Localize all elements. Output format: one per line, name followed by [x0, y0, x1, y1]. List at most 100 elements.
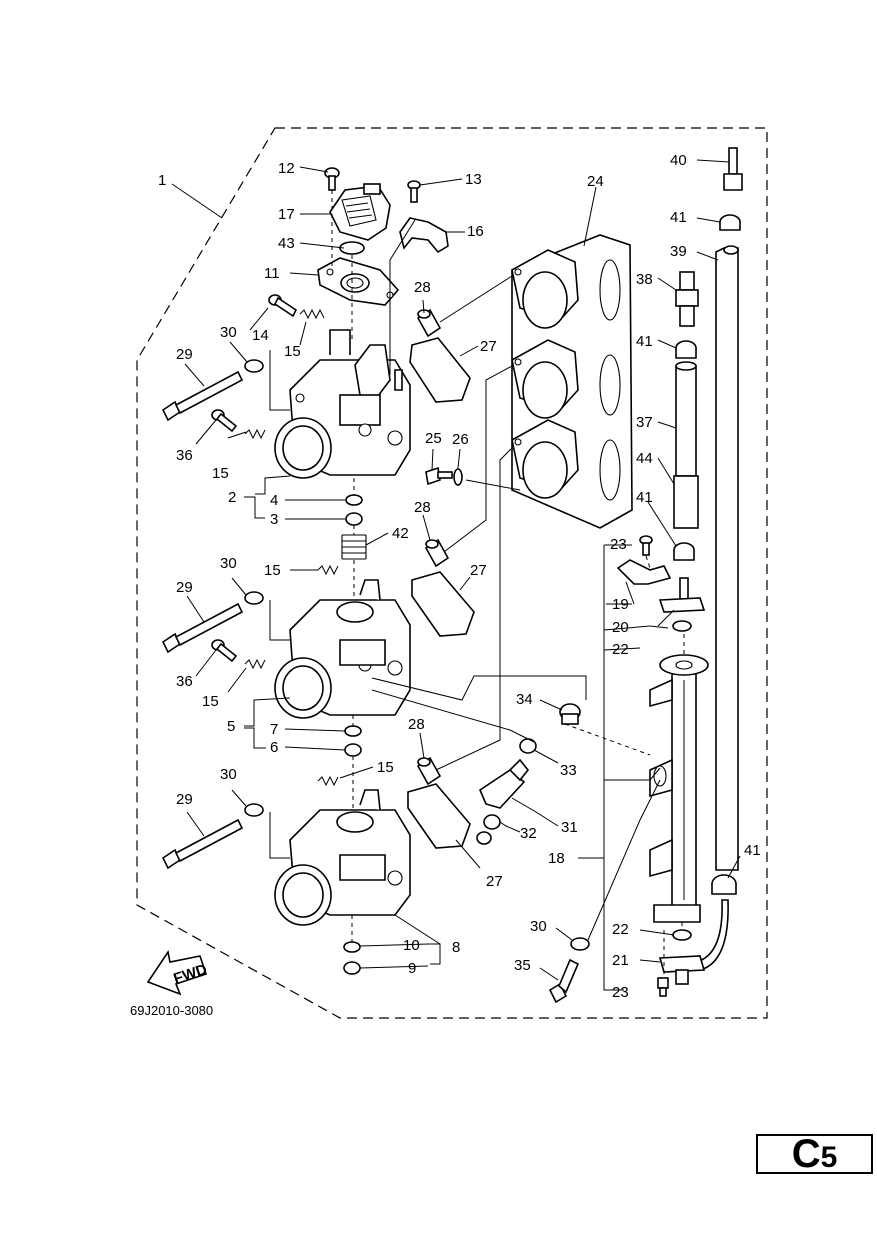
- gasket-27-bot: [407, 783, 471, 849]
- callout-32: 32: [520, 825, 537, 842]
- callout-29-bot: 29: [176, 791, 193, 808]
- intake-manifold-24: [511, 234, 633, 529]
- collar-28-mid: [424, 538, 450, 568]
- clamp-41-a: [719, 214, 741, 231]
- callout-41-a: 41: [670, 209, 687, 226]
- callout-6: 6: [270, 739, 278, 756]
- callouts: 1 12 13 17 16 43 11 24 28 14 30 15 27 29…: [158, 152, 761, 1001]
- o-ring-22-top: [672, 620, 692, 632]
- callout-25: 25: [425, 430, 442, 447]
- gasket-27-top: [409, 337, 471, 403]
- spring-15-top-a: [299, 308, 325, 320]
- callout-15-c: 15: [264, 562, 281, 579]
- callout-30-top: 30: [220, 324, 237, 341]
- drawing-code: 69J2010-3080: [130, 1003, 213, 1018]
- callout-40: 40: [670, 152, 687, 169]
- leader-lines: [171, 159, 741, 991]
- hose-39: [715, 247, 739, 871]
- screw-23-bot: [657, 977, 669, 997]
- callout-22-bot: 22: [612, 921, 629, 938]
- callout-36-mid: 36: [176, 673, 193, 690]
- joint-21: [658, 955, 706, 985]
- washer-7: [344, 725, 362, 737]
- gasket-27-mid: [411, 571, 475, 637]
- callout-29-mid: 29: [176, 579, 193, 596]
- bolt-29-mid: [161, 602, 244, 654]
- o-ring-22-bot: [672, 929, 692, 941]
- callout-17: 17: [278, 206, 295, 223]
- alignment-lines: [331, 190, 685, 978]
- spring-15-mid-a: [317, 564, 339, 576]
- callout-12: 12: [278, 160, 295, 177]
- callout-28-top: 28: [414, 279, 431, 296]
- callout-33: 33: [560, 762, 577, 779]
- callout-27-mid: 27: [470, 562, 487, 579]
- screw-13: [407, 180, 421, 203]
- screw-23-top: [639, 535, 653, 556]
- callout-15-e: 15: [377, 759, 394, 776]
- collar-28-top: [416, 308, 442, 338]
- throttle-sensor-17: [329, 183, 391, 241]
- callout-2: 2: [228, 489, 236, 506]
- washer-10: [343, 941, 361, 953]
- page-section: C: [791, 1132, 821, 1176]
- page-number: 5: [820, 1141, 838, 1174]
- callout-22-top: 22: [612, 641, 629, 658]
- washer-26: [453, 468, 463, 486]
- callout-44: 44: [636, 450, 653, 467]
- callout-31: 31: [561, 819, 578, 836]
- callout-20: 20: [612, 619, 629, 636]
- throttle-body-top: [274, 329, 411, 479]
- callout-21: 21: [612, 952, 629, 969]
- callout-4: 4: [270, 492, 278, 509]
- callout-34: 34: [516, 691, 533, 708]
- clamp-41-b: [675, 340, 697, 359]
- page-badge: C5: [756, 1134, 873, 1174]
- pipe-40: [723, 147, 743, 191]
- screw-14: [268, 294, 298, 318]
- sleeve-44: [673, 475, 699, 529]
- callout-3: 3: [270, 511, 278, 528]
- callout-38: 38: [636, 271, 653, 288]
- washer-30-mid: [244, 591, 264, 605]
- tube-37: [675, 365, 697, 477]
- bracket-19: [616, 559, 672, 585]
- callout-27-top: 27: [480, 338, 497, 355]
- callout-37: 37: [636, 414, 653, 431]
- screw-36-mid: [211, 639, 238, 663]
- callout-8: 8: [452, 939, 460, 956]
- callout-23-top: 23: [610, 536, 627, 553]
- callout-11: 11: [264, 265, 280, 282]
- callout-5: 5: [227, 718, 235, 735]
- nut-9: [343, 961, 361, 975]
- callout-28-mid: 28: [414, 499, 431, 516]
- cap-33: [519, 738, 537, 754]
- callout-41-b: 41: [636, 333, 653, 350]
- screw-12: [324, 167, 340, 191]
- spring-15-bot: [317, 775, 339, 787]
- callout-19: 19: [612, 596, 629, 613]
- bolt-29-top: [161, 370, 244, 422]
- callout-30-bot: 30: [220, 766, 237, 783]
- regulator-38: [675, 271, 699, 327]
- callout-42: 42: [392, 525, 409, 542]
- callout-9: 9: [408, 960, 416, 977]
- callout-43: 43: [278, 235, 295, 252]
- fuel-rail-18: [649, 654, 709, 923]
- nut-6: [344, 743, 362, 757]
- callout-14: 14: [252, 327, 269, 344]
- callout-36-top: 36: [176, 447, 193, 464]
- callout-7: 7: [270, 721, 278, 738]
- clamp-41-c: [673, 542, 695, 561]
- nut-3: [345, 512, 363, 526]
- spring-42: [341, 534, 367, 560]
- callout-1: 1: [158, 172, 166, 189]
- washer-30-bot: [244, 803, 264, 817]
- connection-lines: [269, 219, 661, 941]
- throttle-body-mid: [274, 579, 411, 719]
- clamp-41-d: [711, 874, 737, 895]
- callout-23-bot: 23: [612, 984, 629, 1001]
- callout-24: 24: [587, 173, 604, 190]
- callout-29-top: 29: [176, 346, 193, 363]
